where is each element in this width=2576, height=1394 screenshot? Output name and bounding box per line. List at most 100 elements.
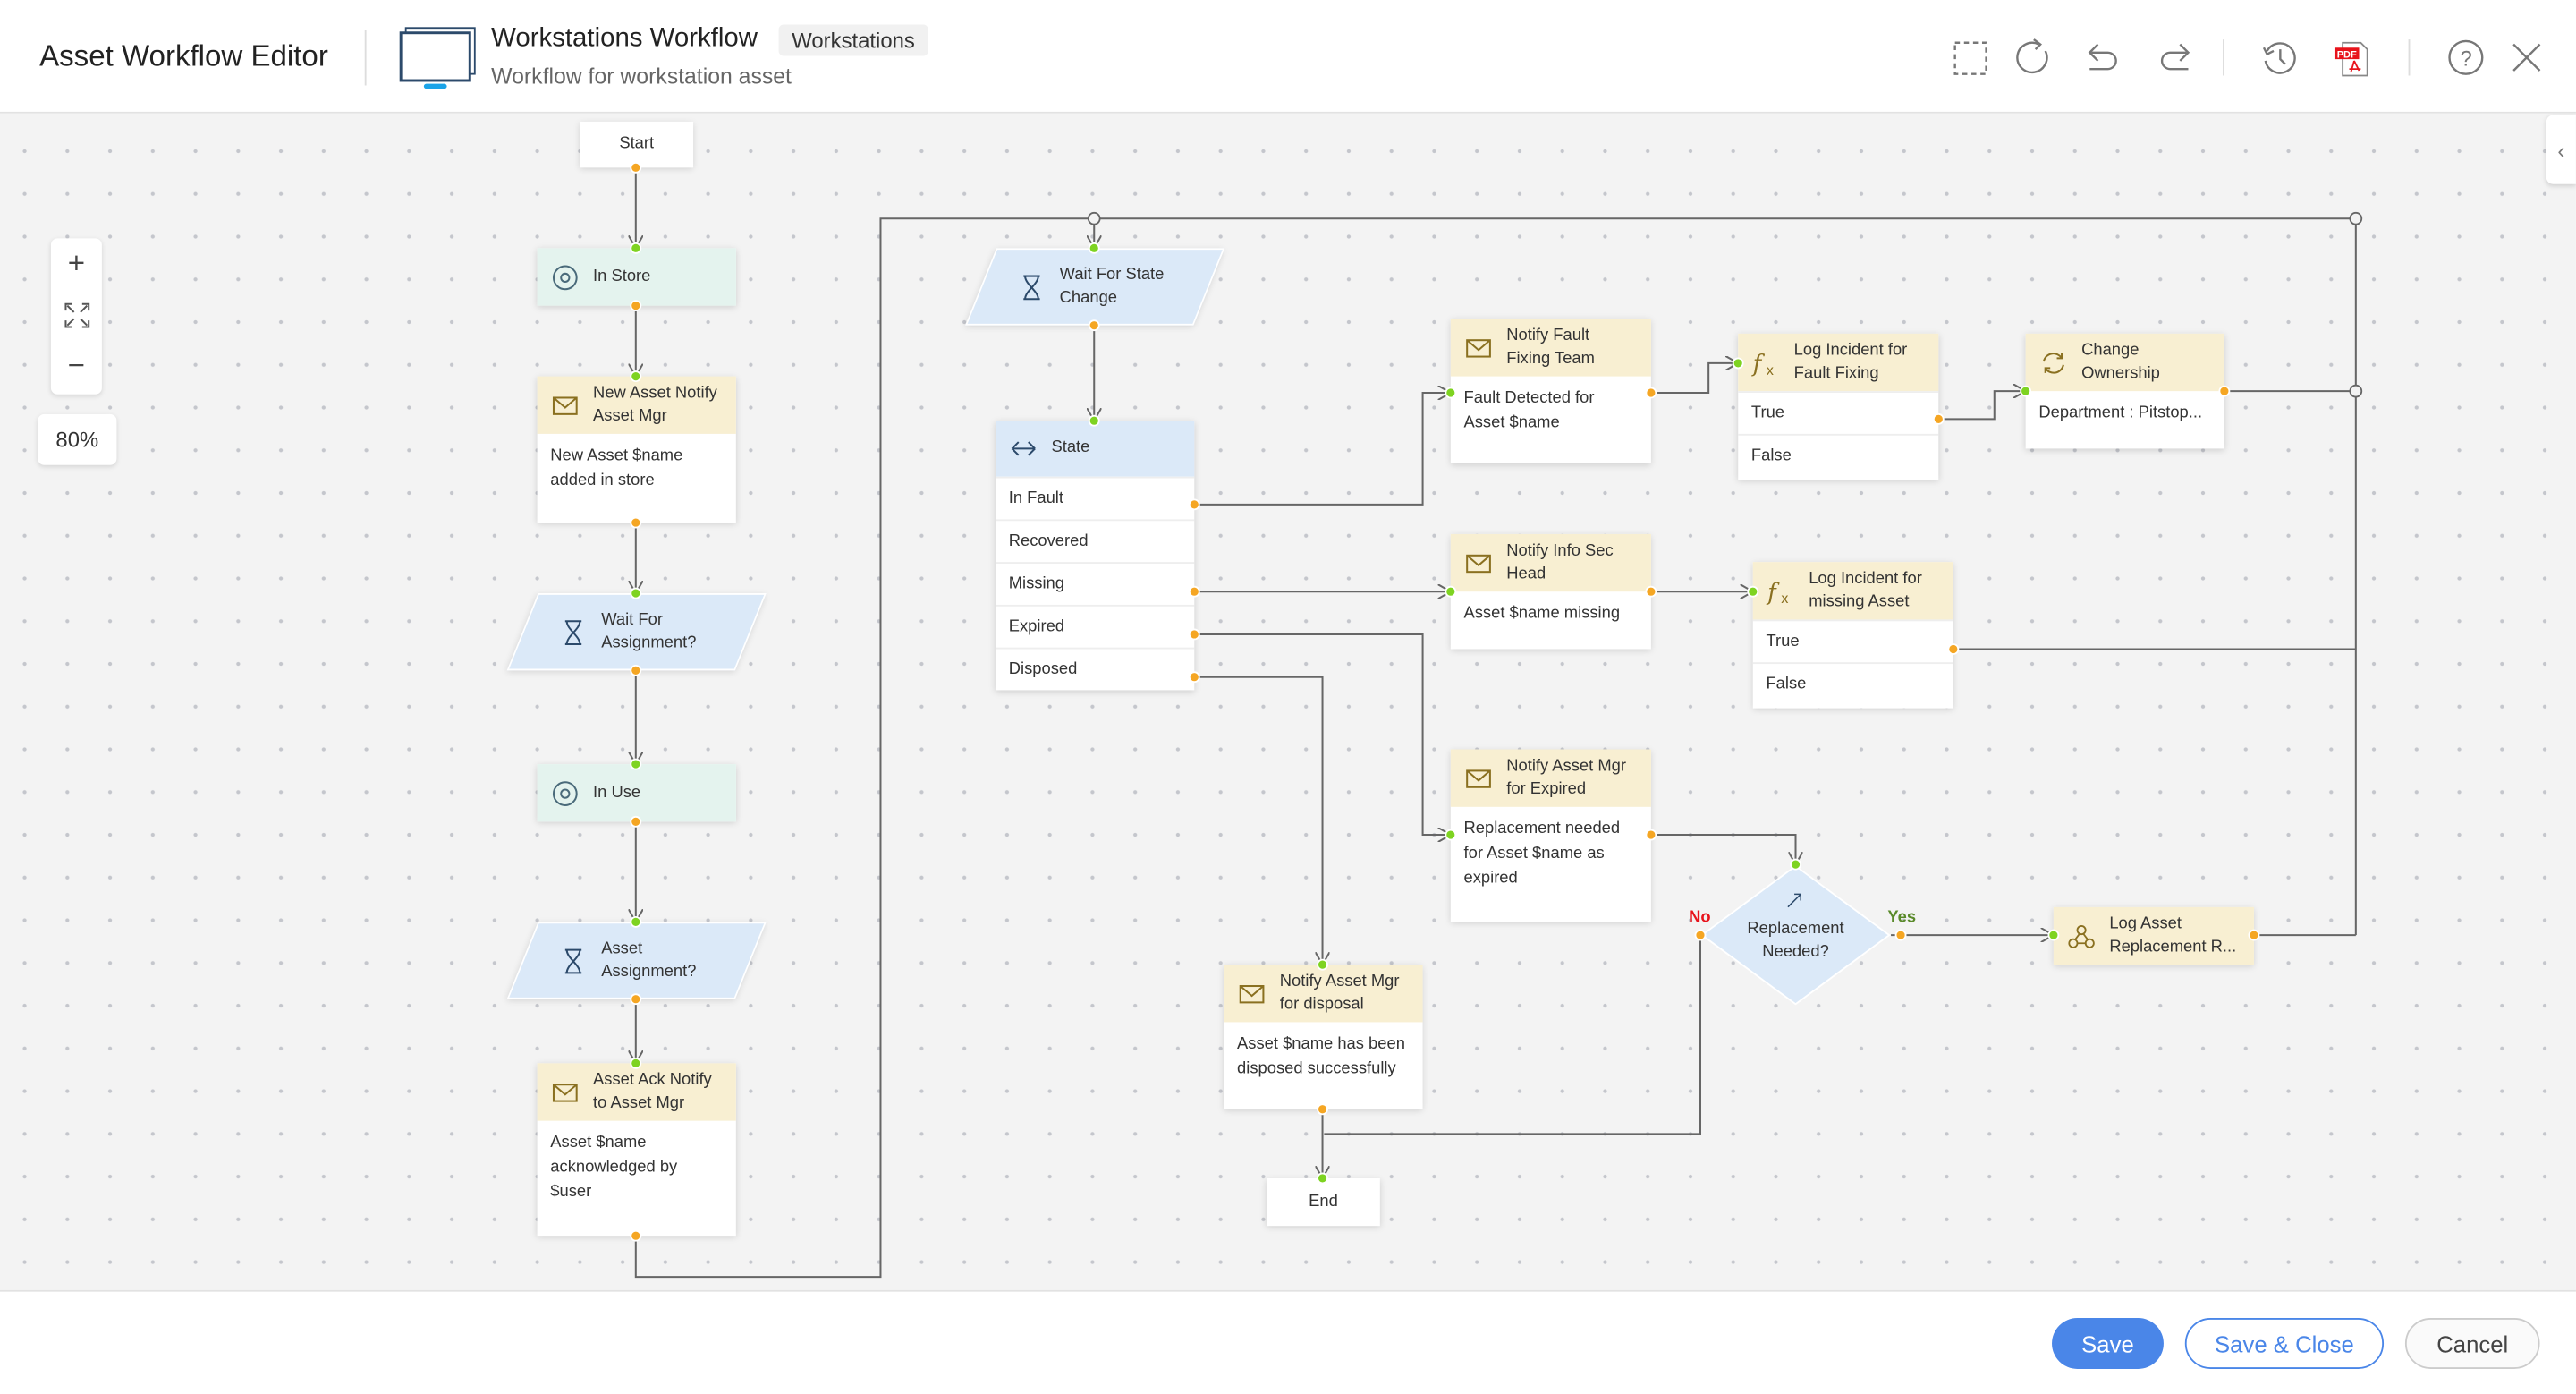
refresh-icon[interactable] xyxy=(2016,36,2055,79)
select-area-icon[interactable] xyxy=(1952,36,1991,79)
input-port[interactable] xyxy=(1790,858,1801,871)
connector[interactable] xyxy=(1938,391,2025,421)
input-port[interactable] xyxy=(630,370,642,383)
input-port[interactable] xyxy=(1317,958,1328,971)
output-port[interactable] xyxy=(630,815,642,828)
output-port[interactable] xyxy=(630,300,642,312)
input-port[interactable] xyxy=(630,587,642,599)
node-replacement-needed[interactable]: Replacement Needed? xyxy=(1700,864,1891,1006)
input-port[interactable] xyxy=(630,758,642,770)
save-close-button[interactable]: Save & Close xyxy=(2184,1318,2385,1369)
zoom-in-button[interactable]: + xyxy=(67,246,86,280)
output-port[interactable] xyxy=(1088,319,1100,332)
node-title: Replacement Needed? xyxy=(1747,920,1844,962)
output-port[interactable] xyxy=(1645,387,1657,399)
collapse-panel-button[interactable]: ‹ xyxy=(2546,115,2576,184)
close-icon[interactable] xyxy=(2507,36,2546,79)
input-port[interactable] xyxy=(630,1057,642,1069)
cancel-button[interactable]: Cancel xyxy=(2404,1318,2540,1369)
node-title: Notify Asset Mgr for Expired xyxy=(1506,756,1626,798)
output-port[interactable] xyxy=(1932,412,1945,425)
undo-icon[interactable] xyxy=(2083,36,2123,79)
input-port[interactable] xyxy=(630,242,642,254)
branch-in-fault[interactable]: In Fault xyxy=(996,476,1195,520)
input-port[interactable] xyxy=(1317,1172,1328,1185)
zoom-level: 80% xyxy=(38,413,117,465)
output-port[interactable] xyxy=(1188,498,1200,511)
output-port[interactable] xyxy=(1188,628,1200,641)
output-port[interactable] xyxy=(2248,929,2260,941)
input-port[interactable] xyxy=(1088,242,1100,254)
redo-icon[interactable] xyxy=(2156,36,2195,79)
output-port[interactable] xyxy=(1645,829,1657,841)
branch-true[interactable]: True xyxy=(1738,391,1939,434)
output-port[interactable] xyxy=(1894,929,1907,941)
output-port[interactable] xyxy=(630,1229,642,1242)
output-port[interactable] xyxy=(1188,585,1200,598)
input-port[interactable] xyxy=(1445,829,1457,841)
branch-disposed[interactable]: Disposed xyxy=(996,647,1195,691)
output-port[interactable] xyxy=(1645,585,1657,598)
connector[interactable] xyxy=(1650,834,1796,864)
node-title: In Use xyxy=(593,783,641,802)
output-port[interactable] xyxy=(1317,1103,1328,1116)
connector[interactable] xyxy=(1194,393,1451,506)
input-port[interactable] xyxy=(2020,385,2032,397)
output-port[interactable] xyxy=(1694,929,1707,941)
node-start[interactable]: Start xyxy=(580,121,694,168)
connector[interactable] xyxy=(1194,633,1451,835)
input-port[interactable] xyxy=(1747,585,1759,598)
diamond-shape xyxy=(1700,864,1891,1006)
output-port[interactable] xyxy=(630,516,642,529)
help-icon[interactable]: ? xyxy=(2446,36,2486,79)
decision-icon xyxy=(1787,893,1802,908)
node-title: Asset Ack Notify to Asset Mgr xyxy=(593,1070,712,1112)
branch-missing[interactable]: Missing xyxy=(996,562,1195,605)
node-log-asset-replacement-r[interactable]: Log Asset Replacement R... xyxy=(2053,906,2254,965)
input-port[interactable] xyxy=(1445,585,1457,598)
node-wait-for-assignment[interactable]: Wait For Assignment? xyxy=(506,593,767,671)
input-port[interactable] xyxy=(1088,414,1100,427)
save-button[interactable]: Save xyxy=(2052,1318,2164,1369)
output-port[interactable] xyxy=(630,664,642,676)
node-in-use[interactable]: In Use xyxy=(537,764,736,822)
pdf-export-icon[interactable]: PDF xyxy=(2333,36,2372,79)
node-in-store[interactable]: In Store xyxy=(537,248,736,306)
node-end[interactable]: End xyxy=(1267,1177,1380,1227)
output-port[interactable] xyxy=(1188,671,1200,684)
zoom-out-button[interactable]: − xyxy=(67,348,86,382)
branch-recovered[interactable]: Recovered xyxy=(996,519,1195,562)
node-wait-for-state-change[interactable]: Wait For State Change xyxy=(965,248,1225,326)
output-port[interactable] xyxy=(1947,643,1960,655)
connector[interactable] xyxy=(1650,363,1738,394)
output-port[interactable] xyxy=(630,161,642,174)
output-port[interactable] xyxy=(630,993,642,1006)
output-port[interactable] xyxy=(2218,385,2231,397)
input-port[interactable] xyxy=(1732,357,1744,370)
input-port[interactable] xyxy=(2047,929,2060,941)
connector[interactable] xyxy=(1194,676,1322,965)
branch-true[interactable]: True xyxy=(1752,619,1953,662)
connector[interactable] xyxy=(1324,935,1701,1135)
input-port[interactable] xyxy=(1445,387,1457,399)
branch-expired[interactable]: Expired xyxy=(996,604,1195,648)
node-title: Notify Info Sec Head xyxy=(1506,541,1614,583)
branch-false[interactable]: False xyxy=(1752,662,1953,705)
svg-text:x: x xyxy=(1781,591,1789,606)
history-icon[interactable] xyxy=(2258,36,2298,79)
fit-to-screen-button[interactable] xyxy=(51,289,102,340)
node-asset-assignment[interactable]: Asset Assignment? xyxy=(506,922,767,999)
input-port[interactable] xyxy=(630,915,642,928)
branch-false[interactable]: False xyxy=(1738,433,1939,477)
